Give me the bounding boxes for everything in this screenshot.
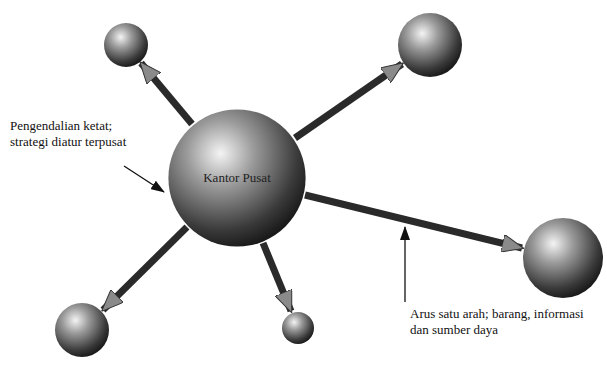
flow-arrow	[103, 227, 187, 310]
branch-sphere	[282, 312, 314, 344]
leader-line	[404, 227, 405, 302]
leader-line	[124, 166, 164, 192]
headquarters-sphere: Kantor Pusat	[167, 108, 307, 248]
branch-sphere	[104, 23, 148, 67]
flow-arrow	[305, 195, 522, 248]
branch-sphere	[55, 303, 109, 357]
branch-sphere	[523, 218, 603, 298]
flow-arrow	[295, 64, 402, 138]
branch-sphere	[398, 13, 462, 77]
callout-note: Arus satu arah; barang, informasi dan su…	[410, 306, 602, 338]
flow-arrow	[141, 63, 192, 124]
flow-arrow	[263, 243, 291, 311]
callout-note: Pengendalian ketat; strategi diatur terp…	[10, 118, 150, 150]
node-title: Kantor Pusat	[203, 170, 271, 186]
